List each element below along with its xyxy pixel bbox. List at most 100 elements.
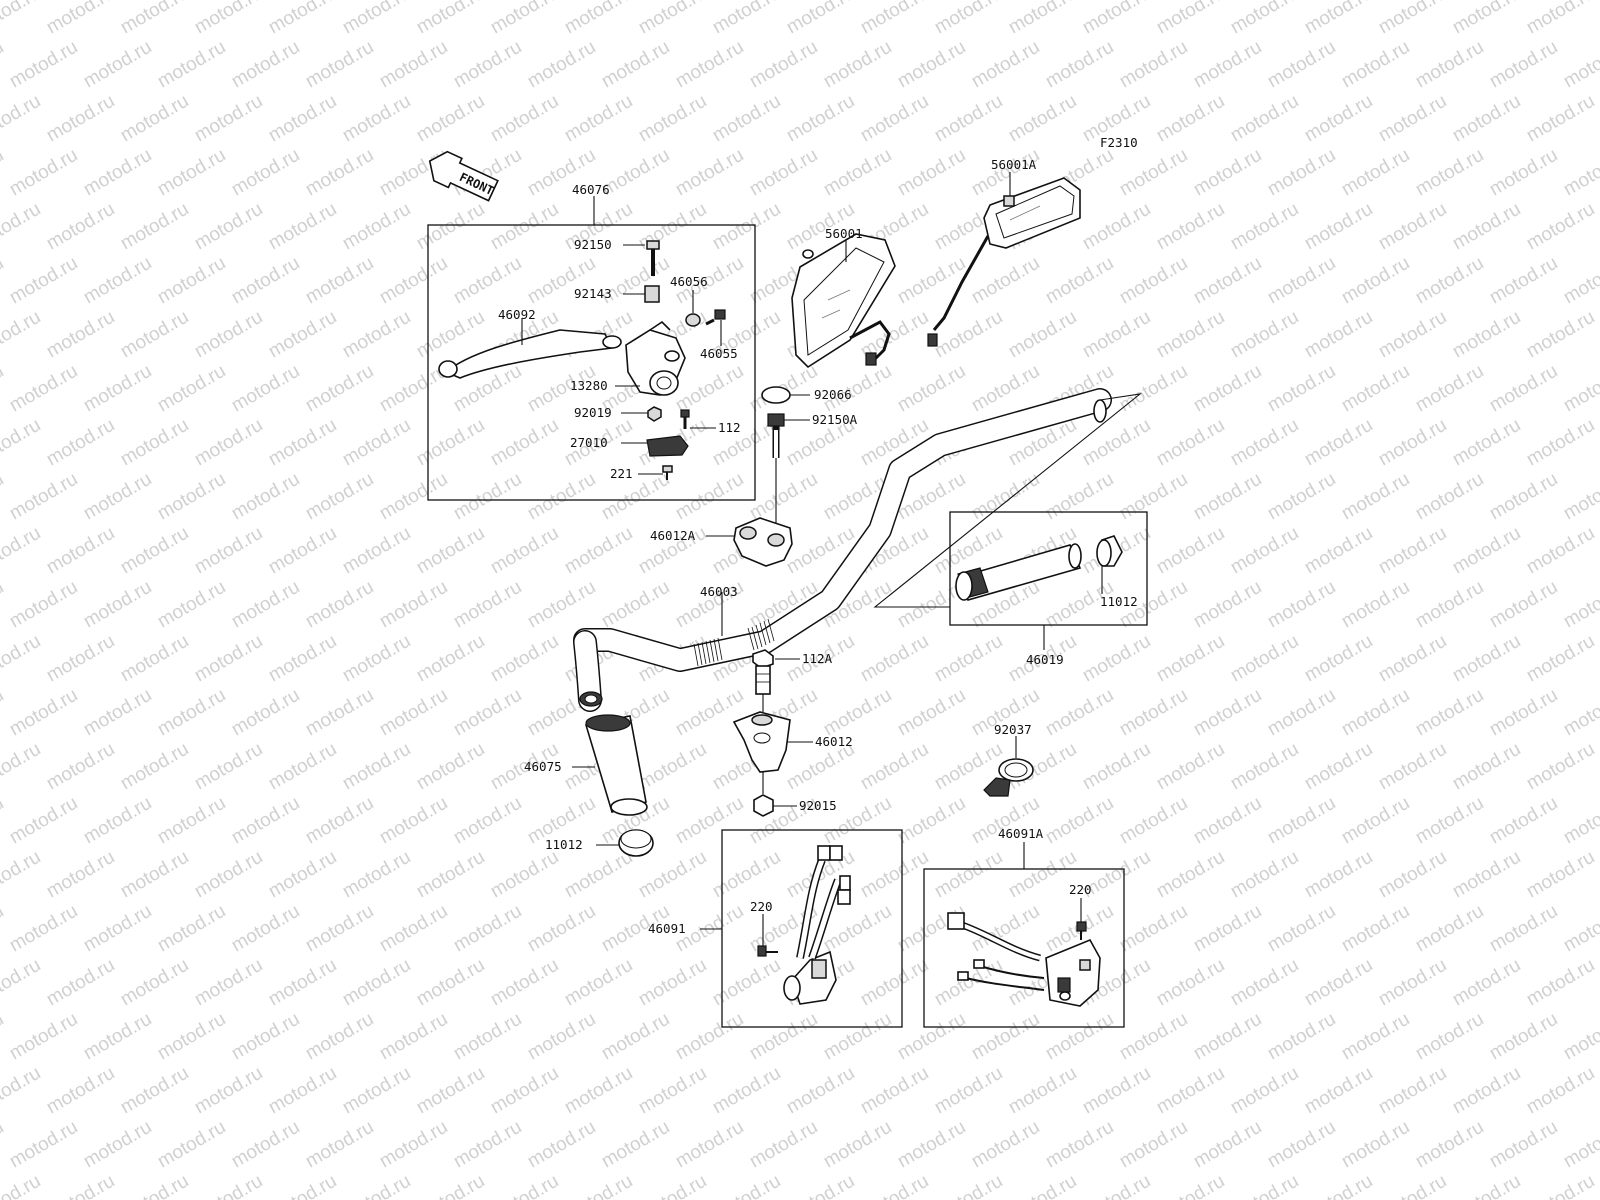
watermark-text: motod.ru [1227, 631, 1302, 687]
watermark-text: motod.ru [117, 415, 192, 471]
watermark-text: motod.ru [672, 145, 747, 201]
watermark-text: motod.ru [191, 631, 266, 687]
watermark-text: motod.ru [1301, 847, 1376, 903]
watermark-text: motod.ru [1190, 577, 1265, 633]
watermark-text: motod.ru [1042, 469, 1117, 525]
watermark-text: motod.ru [1523, 631, 1598, 687]
watermark-text: motod.ru [598, 577, 673, 633]
watermark-text: motod.ru [1301, 91, 1376, 147]
watermark-text: motod.ru [857, 631, 932, 687]
watermark-text: motod.ru [1560, 1117, 1600, 1173]
watermark-text: motod.ru [1449, 91, 1524, 147]
watermark-text: motod.ru [1412, 253, 1487, 309]
watermark-text: motod.ru [0, 469, 7, 525]
watermark-text: motod.ru [6, 1009, 81, 1065]
label-92015: 92015 [799, 798, 837, 813]
watermark-text: motod.ru [931, 1171, 1006, 1200]
watermark-text: motod.ru [820, 1117, 895, 1173]
watermark-text: motod.ru [487, 199, 562, 255]
watermark-text: motod.ru [43, 307, 118, 363]
watermark-text: motod.ru [1079, 1171, 1154, 1200]
watermark-text: motod.ru [1042, 685, 1117, 741]
label-46076: 46076 [572, 182, 610, 197]
nut-46056 [685, 313, 701, 327]
label-221: 221 [610, 466, 633, 481]
watermark-text: motod.ru [1412, 577, 1487, 633]
watermark-text: motod.ru [6, 145, 81, 201]
watermark-text: motod.ru [1227, 955, 1302, 1011]
watermark-text: motod.ru [598, 1117, 673, 1173]
holder-46012 [732, 711, 791, 773]
watermark-text: motod.ru [1153, 415, 1228, 471]
watermark-text: motod.ru [80, 361, 155, 417]
watermark-text: motod.ru [1153, 631, 1228, 687]
watermark-text: motod.ru [1116, 37, 1191, 93]
watermark-text: motod.ru [0, 37, 7, 93]
watermark-text: motod.ru [635, 91, 710, 147]
watermark-text: motod.ru [1338, 469, 1413, 525]
watermark-text: motod.ru [450, 1117, 525, 1173]
nut-92019 [647, 406, 662, 422]
watermark-text: motod.ru [154, 793, 229, 849]
watermark-text: motod.ru [265, 1171, 340, 1200]
watermark-text: motod.ru [1264, 361, 1339, 417]
watermark-text: motod.ru [450, 469, 525, 525]
label-56001A: 56001A [991, 157, 1037, 172]
watermark-text: motod.ru [1190, 901, 1265, 957]
handlebar [573, 388, 1112, 712]
watermark-text: motod.ru [820, 685, 895, 741]
mirror-56001A [927, 177, 1081, 347]
watermark-text: motod.ru [413, 199, 488, 255]
screw-46055 [705, 309, 726, 326]
watermark-text: motod.ru [302, 145, 377, 201]
watermark-text: motod.ru [1301, 199, 1376, 255]
watermark-text: motod.ru [80, 1009, 155, 1065]
watermark-text: motod.ru [1153, 199, 1228, 255]
watermark-text: motod.ru [1042, 1117, 1117, 1173]
watermark-text: motod.ru [857, 1171, 932, 1200]
watermark-text: motod.ru [6, 793, 81, 849]
watermark-text: motod.ru [1301, 631, 1376, 687]
watermark-text: motod.ru [1375, 0, 1450, 38]
watermark-text: motod.ru [413, 91, 488, 147]
watermark-text: motod.ru [1301, 739, 1376, 795]
watermark-text: motod.ru [117, 1171, 192, 1200]
watermark-text: motod.ru [561, 955, 636, 1011]
watermark-text: motod.ru [1375, 415, 1450, 471]
watermark-text: motod.ru [43, 1063, 118, 1119]
label-112A: 112A [802, 651, 833, 666]
watermark-text: motod.ru [1153, 91, 1228, 147]
watermark-text: motod.ru [709, 91, 784, 147]
watermark-text: motod.ru [228, 361, 303, 417]
watermark-text: motod.ru [0, 1063, 44, 1119]
watermark-text: motod.ru [413, 415, 488, 471]
bolt-92150A [767, 413, 785, 458]
watermark-text: motod.ru [0, 793, 7, 849]
watermark-text: motod.ru [1116, 361, 1191, 417]
watermark-text: motod.ru [598, 37, 673, 93]
label-46092: 46092 [498, 307, 536, 322]
watermark-text: motod.ru [1560, 253, 1600, 309]
watermark-text: motod.ru [1597, 0, 1600, 38]
watermark-text: motod.ru [1264, 469, 1339, 525]
watermark-text: motod.ru [191, 1063, 266, 1119]
watermark-text: motod.ru [1116, 145, 1191, 201]
watermark-text: motod.ru [450, 793, 525, 849]
watermark-text: motod.ru [672, 37, 747, 93]
grip-46075 [584, 714, 648, 816]
watermark-text: motod.ru [746, 145, 821, 201]
watermark-text: motod.ru [487, 91, 562, 147]
watermark-text: motod.ru [228, 469, 303, 525]
watermark-text: motod.ru [413, 523, 488, 579]
watermark-text: motod.ru [302, 577, 377, 633]
watermark-text: motod.ru [191, 955, 266, 1011]
label-112: 112 [718, 420, 741, 435]
watermark-text: motod.ru [1412, 685, 1487, 741]
watermark-text: motod.ru [1153, 1063, 1228, 1119]
watermark-text: motod.ru [117, 91, 192, 147]
cap-92066 [761, 386, 791, 404]
watermark-text: motod.ru [1449, 847, 1524, 903]
watermark-text: motod.ru [1375, 631, 1450, 687]
watermark-text: motod.ru [1560, 901, 1600, 957]
watermark-text: motod.ru [1523, 955, 1598, 1011]
